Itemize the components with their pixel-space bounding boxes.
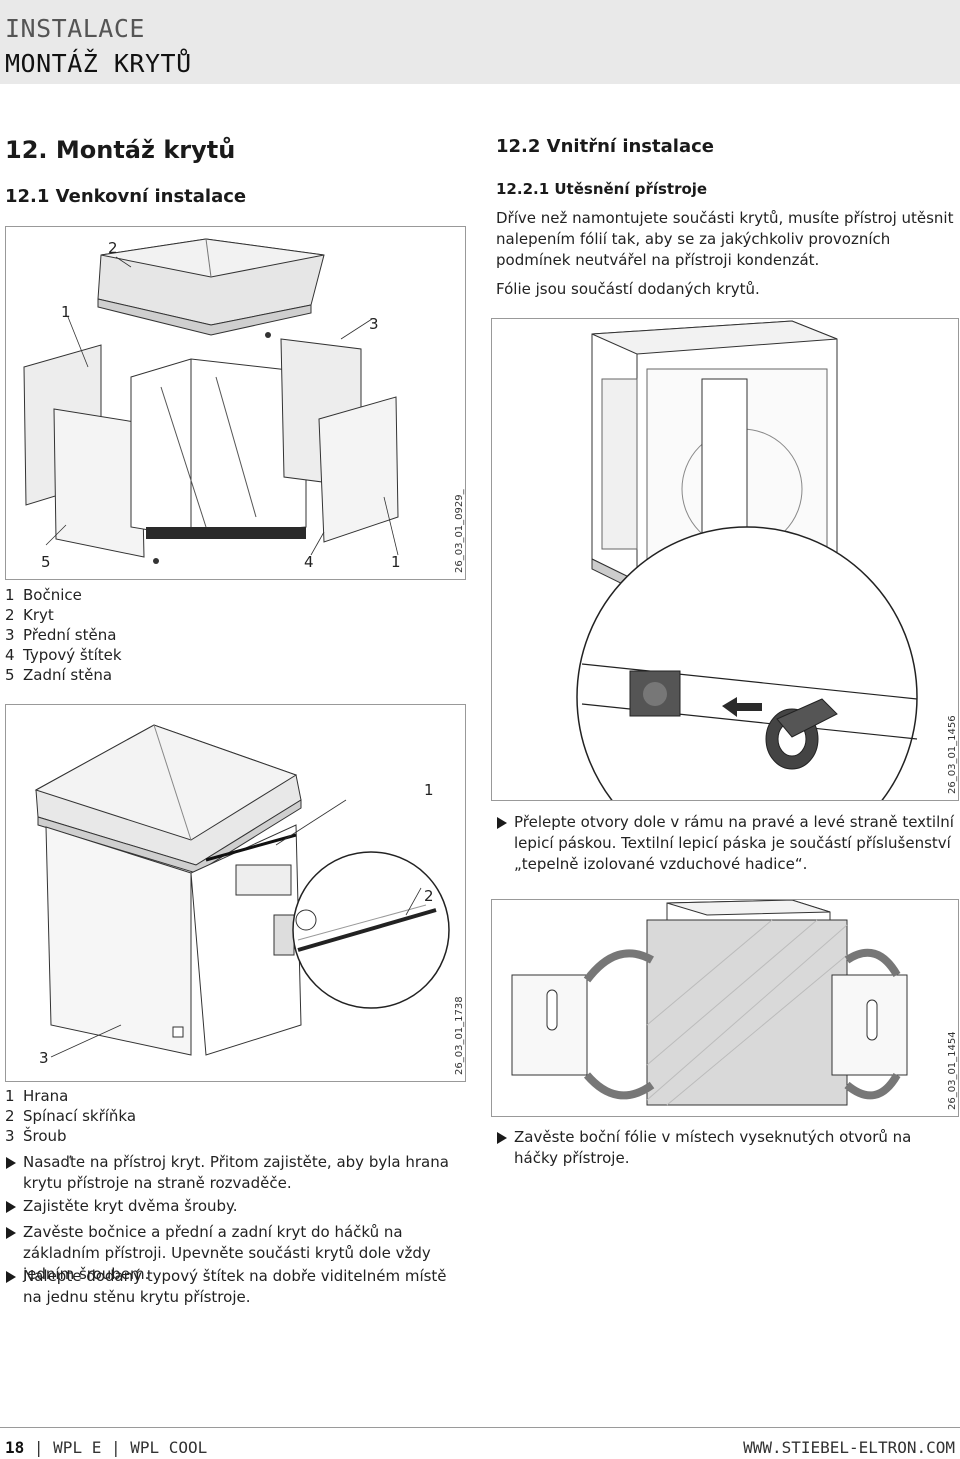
instruction-step: Zavěste boční fólie v místech vyseknutýc… [496, 1127, 954, 1169]
instruction-step: Nalepte dodaný typový štítek na dobře vi… [5, 1266, 463, 1308]
foil-hooks-drawing [511, 900, 908, 1106]
header-title: MONTÁŽ KRYTŮ [5, 49, 192, 78]
cover-mounted-drawing [34, 724, 450, 1058]
figure-foil-hooks: 26_03_01_1454 [491, 899, 959, 1117]
footer-divider [0, 1427, 960, 1428]
footer-website: WWW.STIEBEL-ELTRON.COM [743, 1438, 955, 1457]
callout-5: 5 [41, 553, 51, 571]
bullet-arrow-icon [6, 1157, 16, 1169]
figure-id: 26_03_01_1456 [947, 715, 958, 794]
page-number: 18 [5, 1438, 25, 1457]
page-header [0, 0, 960, 84]
figure-exploded-cover: 1 2 3 5 4 1 26_03_01_0929_ [5, 226, 466, 580]
callout-2: 2 [424, 887, 434, 905]
paragraph: Dříve než namontujete součásti krytů, mu… [496, 209, 954, 269]
figure-cover-mounted: 1 2 3 26_03_01_1738 [5, 704, 466, 1082]
bullet-arrow-icon [6, 1271, 16, 1283]
chapter-heading: 12. Montáž krytů [5, 136, 236, 164]
callout-1: 1 [61, 303, 71, 321]
bullet-arrow-icon [497, 817, 507, 829]
paragraph: Fólie jsou součástí dodaných krytů. [496, 280, 760, 298]
instruction-step: Zavěste bočnice a přední a zadní kryt do… [5, 1222, 463, 1285]
bullet-arrow-icon [6, 1201, 16, 1213]
bullet-arrow-icon [497, 1132, 507, 1144]
callout-3: 3 [369, 315, 379, 333]
instruction-step: Přelepte otvory dole v rámu na pravé a l… [496, 812, 954, 875]
footer-left: 18 | WPL E | WPL COOL [5, 1438, 208, 1457]
instruction-step: Zajistěte kryt dvěma šrouby. [5, 1196, 463, 1217]
callout-1: 1 [424, 781, 434, 799]
figure-id: 26_03_01_1738 [454, 996, 465, 1075]
callout-3: 3 [39, 1049, 49, 1067]
footer-product: WPL E | WPL COOL [53, 1438, 208, 1457]
callout-4: 4 [304, 553, 314, 571]
section-heading-indoor: 12.2 Vnitřní instalace [496, 136, 714, 157]
figure-sealing-tape: 26_03_01_1456 [491, 318, 959, 801]
header-section: INSTALACE [5, 14, 145, 43]
exploded-cover-drawing [23, 238, 399, 564]
subsection-heading: 12.2.1 Utěsnění přístroje [496, 180, 708, 198]
section-heading-outdoor: 12.1 Venkovní instalace [5, 186, 247, 207]
callout-1b: 1 [391, 553, 401, 571]
figure-id: 26_03_01_1454 [947, 1031, 958, 1110]
figure-id: 26_03_01_0929_ [454, 489, 465, 573]
instruction-step: Nasaďte na přístroj kryt. Přitom zajistě… [5, 1152, 463, 1194]
callout-2: 2 [108, 239, 118, 257]
sealing-tape-drawing [576, 320, 918, 800]
bullet-arrow-icon [6, 1227, 16, 1239]
